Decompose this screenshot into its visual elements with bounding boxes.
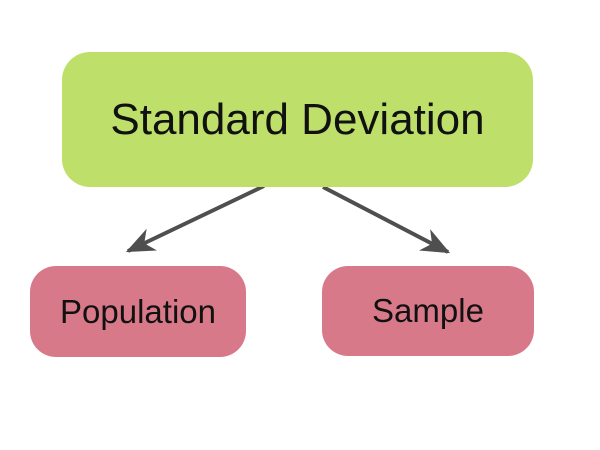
node-sample-label: Sample [372,292,484,329]
arrow-to-population [125,184,265,253]
node-standard-deviation: Standard Deviation [62,52,533,187]
node-sample: Sample [322,266,534,356]
node-population-label: Population [60,292,216,330]
arrow-to-sample [322,185,451,254]
node-population: Population [30,266,246,357]
node-standard-deviation-label: Standard Deviation [110,94,485,144]
